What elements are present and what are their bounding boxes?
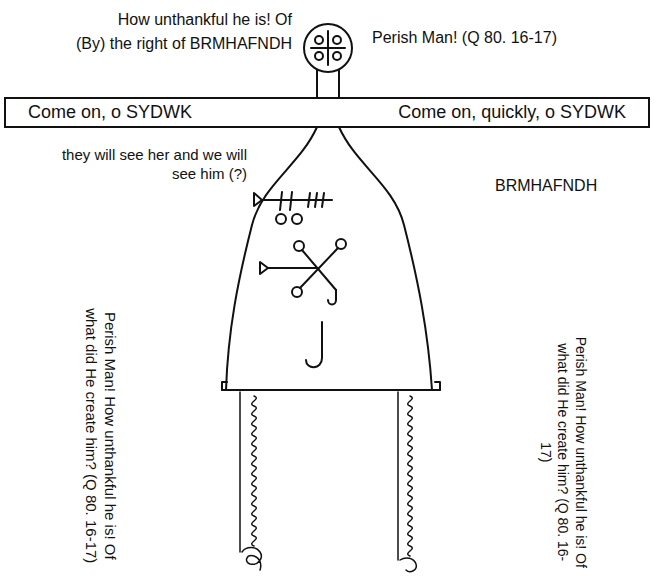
invocation-text: Come on, quickly, o SYDWK <box>398 102 626 124</box>
sigil-hook <box>306 322 322 367</box>
sigil-tick <box>290 192 292 210</box>
star-curl <box>328 290 336 305</box>
invocation-text: (By) the right of BRMHAFNDH <box>76 35 292 52</box>
leg-line <box>239 392 241 552</box>
sigil-tick <box>322 193 324 207</box>
sigil-tick <box>308 193 310 207</box>
invocation-text-box: (By) the right of BRMHAFNDH <box>76 34 292 54</box>
sigil-bar <box>262 199 332 201</box>
vertical-verse-text: Perish Man! How unthankful he is! Of wha… <box>538 336 589 567</box>
leg-script <box>252 396 257 546</box>
vertical-verse-text: Perish Man! How unthankful he is! Of wha… <box>83 308 119 563</box>
arm-band: Come on, o SYDWK Come on, quickly, o SYDW… <box>4 97 650 128</box>
name-text-box: BRMHAFNDH <box>495 176 597 196</box>
sigil-hook <box>260 262 268 274</box>
sigil-ring <box>292 214 302 224</box>
name-text: BRMHAFNDH <box>495 177 597 194</box>
leg-script <box>408 396 413 556</box>
body-base <box>222 389 440 391</box>
verse-text: How unthankful he is! Of <box>118 11 292 28</box>
head-ring <box>315 36 323 44</box>
star-ring <box>294 241 304 251</box>
head-circle <box>304 24 352 72</box>
verse-text-box: How unthankful he is! Of <box>118 10 292 30</box>
note-text-box: they will see her and we will see him (?… <box>47 146 247 184</box>
body-outline <box>339 127 432 390</box>
verse-text-box: Perish Man! (Q 80. 16-17) <box>372 28 557 48</box>
neck-line <box>316 70 318 98</box>
neck-line <box>338 70 340 98</box>
star-ring <box>292 287 302 297</box>
leg-foot <box>400 558 416 572</box>
sigil-tick <box>280 192 282 210</box>
head-ring <box>333 36 341 44</box>
sigil-tick <box>315 193 317 207</box>
vertical-verse-text-box: Perish Man! How unthankful he is! Of wha… <box>81 302 119 570</box>
sigil-hook <box>254 193 262 206</box>
invocation-text: Come on, o SYDWK <box>28 102 192 124</box>
head-ring <box>315 52 323 60</box>
star-arm <box>268 267 318 269</box>
star-ring <box>336 239 346 249</box>
note-text: they will see her and we will see him (?… <box>62 146 247 182</box>
vertical-verse-text-box: Perish Man! How unthankful he is! Of wha… <box>537 334 590 570</box>
base-hook <box>435 382 440 390</box>
leg-line <box>397 392 399 560</box>
head-cross <box>311 47 345 49</box>
base-hook <box>222 382 227 390</box>
sigil-ring <box>276 214 286 224</box>
verse-text: Perish Man! (Q 80. 16-17) <box>372 29 557 46</box>
head-ring <box>333 52 341 60</box>
leg-foot <box>242 548 261 571</box>
star-arm <box>300 248 338 288</box>
